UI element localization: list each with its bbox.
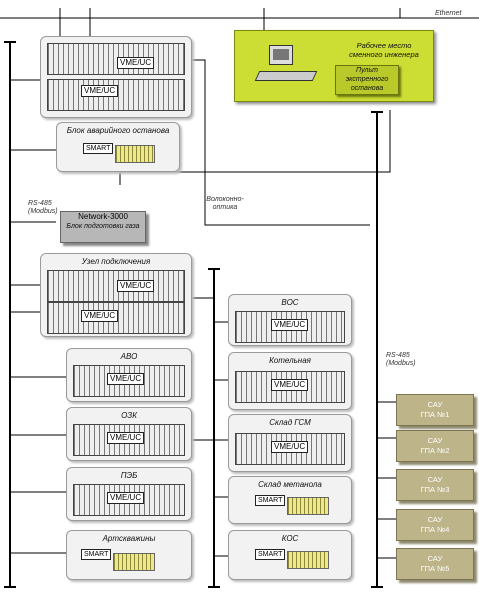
left-panel-avo: АВО VME/UC bbox=[66, 348, 192, 402]
computer-icon bbox=[269, 45, 293, 65]
fiber-label: Волоконно-оптика bbox=[206, 196, 244, 211]
sau-line2: ГПА №5 bbox=[420, 564, 450, 573]
panel-title: Блок аварийного останова bbox=[66, 126, 170, 135]
left-bus-cap-top bbox=[4, 41, 16, 43]
sau-gpa-3: САУ ГПА №3 bbox=[396, 469, 474, 501]
panel-title: Котельная bbox=[269, 356, 311, 365]
rs485-left-label: RS-485 (Modbus) bbox=[28, 200, 58, 215]
io-module bbox=[287, 551, 329, 569]
right-panel-boiler: Котельная VME/UC bbox=[228, 352, 352, 410]
vme-label: VME/UC bbox=[271, 441, 309, 453]
engineer-workstation-area: Рабочее место сменного инженера Пульт эк… bbox=[234, 30, 434, 102]
middle-bus bbox=[213, 268, 215, 588]
panel-title: АВО bbox=[120, 352, 138, 361]
vme-label: VME/UC bbox=[271, 319, 309, 331]
rs485-right-label: RS-485 (Modbus) bbox=[386, 352, 416, 367]
panel-title: Артскважины bbox=[102, 534, 156, 543]
vme-label: VME/UC bbox=[107, 373, 145, 385]
workstation-label: Рабочее место сменного инженера bbox=[349, 41, 419, 59]
vme-label: VME/UC bbox=[117, 280, 155, 292]
sau-gpa-2: САУ ГПА №2 bbox=[396, 430, 474, 462]
sau-line2: ГПА №2 bbox=[420, 446, 450, 455]
sau-line1: САУ bbox=[427, 475, 443, 484]
io-module bbox=[113, 553, 155, 571]
panel-title: Склад метанола bbox=[258, 480, 322, 489]
sau-line1: САУ bbox=[427, 400, 443, 409]
rack-unit bbox=[47, 270, 185, 302]
left-panel-artwells: Артскважины SMART bbox=[66, 530, 192, 580]
rack-unit bbox=[47, 302, 185, 334]
panel-title: ПЭБ bbox=[120, 471, 138, 480]
sau-line2: ГПА №3 bbox=[420, 485, 450, 494]
right-panel-methanol-store: Склад метанола SMART bbox=[228, 476, 352, 524]
panel-title: ВОС bbox=[281, 298, 299, 307]
right-panel-fuel-store: Склад ГСМ VME/UC bbox=[228, 414, 352, 472]
vme-label: VME/UC bbox=[107, 492, 145, 504]
network3000-title: Network-3000 bbox=[78, 212, 128, 221]
right-bus-cap-bottom bbox=[371, 586, 383, 588]
sau-gpa-4: САУ ГПА №4 bbox=[396, 509, 474, 541]
sau-gpa-1: САУ ГПА №1 bbox=[396, 394, 474, 426]
sau-line2: ГПА №1 bbox=[420, 410, 450, 419]
panel-title: ОЗК bbox=[121, 411, 137, 420]
right-rs485-bus bbox=[376, 112, 378, 588]
right-bus-cap-top bbox=[371, 111, 383, 113]
top-control-panel: VME/UC VME/UC bbox=[40, 36, 192, 118]
middle-bus-cap-top bbox=[208, 268, 220, 270]
sau-line2: ГПА №4 bbox=[420, 525, 450, 534]
left-main-bus bbox=[9, 42, 11, 587]
middle-bus-cap-bottom bbox=[208, 586, 220, 588]
left-panel-connection-node: Узел подключения VME/UC VME/UC bbox=[40, 253, 192, 337]
rack-unit bbox=[73, 365, 185, 397]
panel-title: КОС bbox=[281, 534, 299, 543]
vme-label: VME/UC bbox=[81, 85, 119, 97]
sau-line1: САУ bbox=[427, 515, 443, 524]
sau-line1: САУ bbox=[427, 436, 443, 445]
smart-label: SMART bbox=[255, 495, 286, 506]
left-bus-cap-bottom bbox=[4, 586, 16, 588]
rack-unit bbox=[235, 371, 345, 403]
right-panel-vos: ВОС VME/UC bbox=[228, 294, 352, 346]
network3000-device: Network-3000 Блок подготовки газа bbox=[60, 211, 146, 243]
emergency-console: Пульт экстренного останова bbox=[335, 65, 399, 95]
network3000-caption: Блок подготовки газа bbox=[66, 223, 140, 230]
panel-title: Узел подключения bbox=[81, 257, 151, 266]
vme-label: VME/UC bbox=[117, 57, 155, 69]
right-panel-kos: КОС SMART bbox=[228, 530, 352, 580]
io-module bbox=[115, 145, 155, 163]
emergency-stop-panel: Блок аварийного останова SMART bbox=[56, 122, 180, 172]
sau-line1: САУ bbox=[427, 554, 443, 563]
left-panel-ozk: ОЗК VME/UC bbox=[66, 407, 192, 461]
smart-label: SMART bbox=[81, 549, 112, 560]
ethernet-label: Ethernet bbox=[435, 10, 462, 17]
keyboard-icon bbox=[254, 71, 318, 81]
vme-label: VME/UC bbox=[107, 432, 145, 444]
panel-title: Склад ГСМ bbox=[269, 418, 311, 427]
left-panel-peb: ПЭБ VME/UC bbox=[66, 467, 192, 521]
io-module bbox=[287, 497, 329, 515]
vme-label: VME/UC bbox=[81, 310, 119, 322]
rack-unit bbox=[47, 43, 185, 75]
vme-label: VME/UC bbox=[271, 379, 309, 391]
smart-label: SMART bbox=[255, 549, 286, 560]
sau-gpa-5: САУ ГПА №5 bbox=[396, 548, 474, 580]
smart-label: SMART bbox=[83, 143, 114, 154]
